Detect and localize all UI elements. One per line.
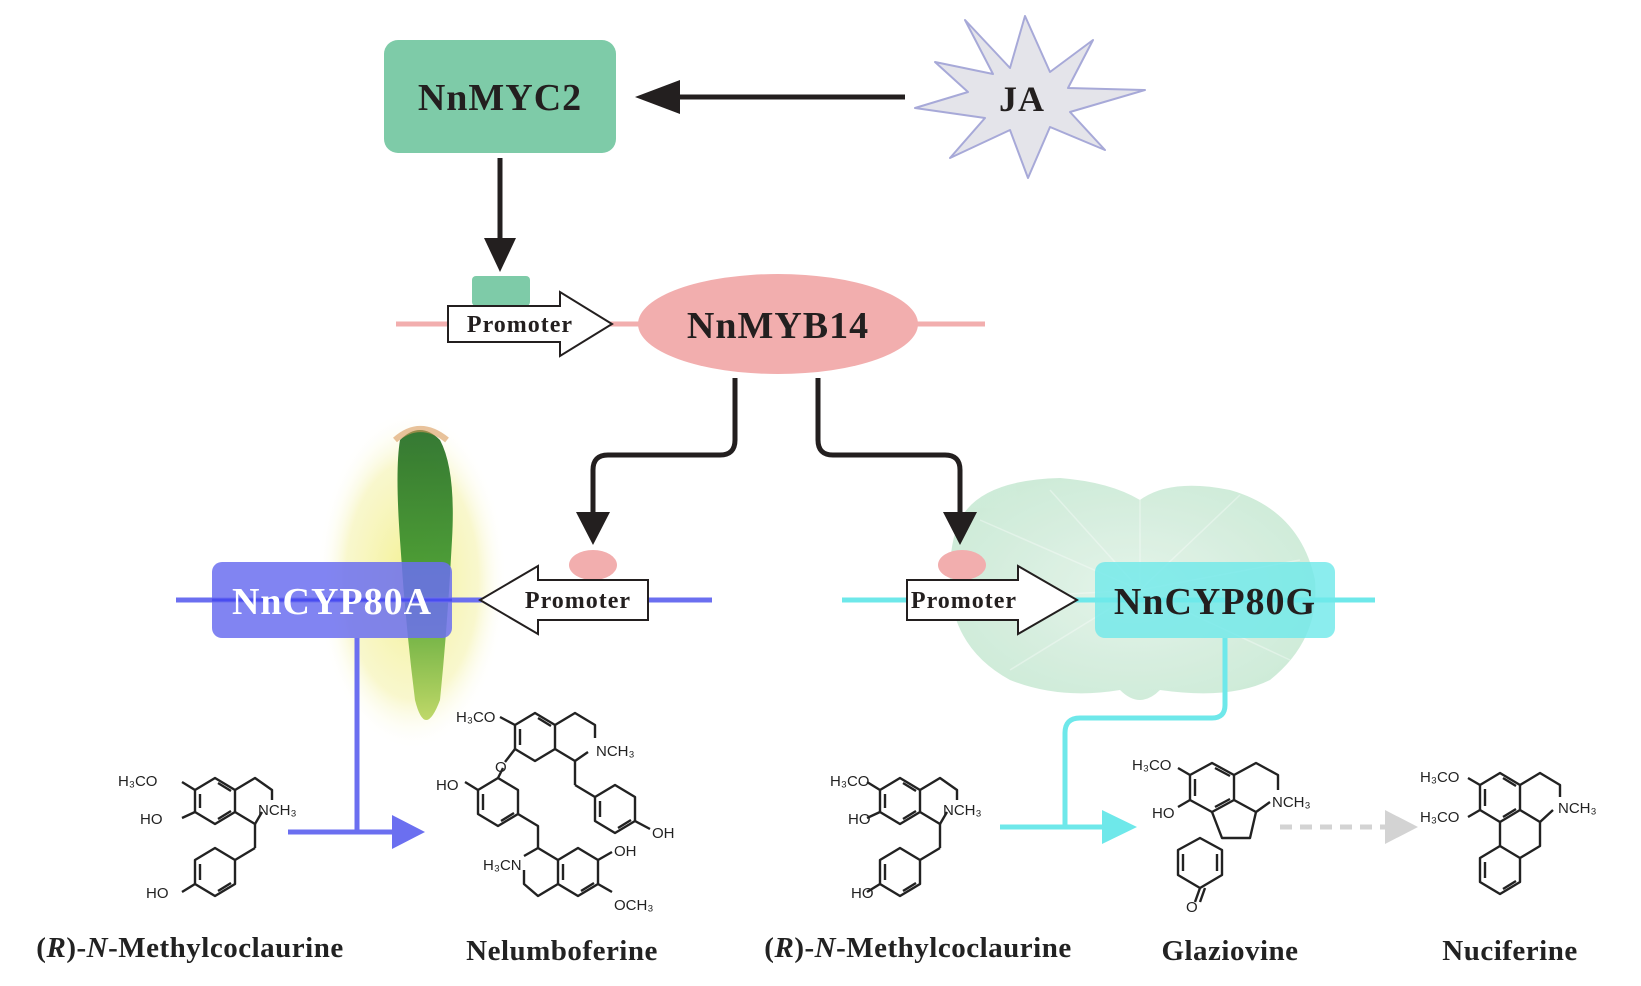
myc2-binding-site: [472, 276, 530, 306]
name-part: )-: [66, 932, 86, 964]
nch3-label: NCH₃: [258, 802, 297, 819]
nelumboferine-structure: H₃CO O NCH₃ HO OH OH H₃CN OCH₃: [436, 709, 675, 914]
nnmyb14-promoter: Promoter: [447, 290, 614, 358]
name-part: R: [45, 932, 66, 964]
nuciferine-structure: H₃CO H₃CO NCH₃: [1420, 769, 1597, 896]
name-part: R: [773, 932, 794, 964]
ja-to-myc2-arrow: [635, 80, 905, 114]
och3-label: OCH₃: [614, 897, 653, 914]
myb14-binding-site-g: [938, 550, 986, 580]
cyp80g-reaction-arrow: [1000, 638, 1228, 844]
oh-label: OH: [614, 843, 637, 860]
h3co-label: H₃CO: [118, 773, 157, 790]
promoter-label-a: Promoter: [525, 588, 631, 614]
nnmyc2-label: NnMYC2: [418, 77, 582, 119]
ho-label: HO: [851, 885, 874, 902]
nncyp80a-label: NnCYP80A: [232, 581, 432, 623]
nncyp80a-promoter: Promoter: [478, 564, 649, 636]
nch3-label: NCH₃: [596, 743, 635, 760]
nch3-label: NCH₃: [1558, 800, 1597, 817]
nncyp80g-box: NnCYP80G: [1095, 562, 1335, 638]
h3co-label: H₃CO: [456, 709, 495, 726]
compound-name-glaziovine: Glaziovine: [1161, 935, 1298, 967]
o-label: O: [495, 759, 507, 776]
myb14-to-cyp80a-arrow: [576, 378, 738, 545]
name-part: N: [86, 932, 109, 964]
compound-name-methylcoclaurine-right: (R)-N-Methylcoclaurine: [764, 932, 1071, 964]
name-part: (: [764, 932, 774, 964]
nnmyb14-gene: NnMYB14: [638, 274, 918, 374]
compound-name-methylcoclaurine-left: (R)-N-Methylcoclaurine: [36, 932, 343, 964]
ho-label: HO: [848, 811, 871, 828]
h3co-label: H₃CO: [1132, 757, 1171, 774]
name-part: -Methylcoclaurine: [108, 932, 344, 964]
ho-label: HO: [146, 885, 169, 902]
ho-label: HO: [1152, 805, 1175, 822]
myb14-binding-site-a: [569, 550, 617, 580]
myc2-to-promoter-arrow: [484, 158, 516, 272]
methylcoclaurine-structure-right: H₃CO HO NCH₃ HO: [830, 773, 982, 902]
name-part: (: [36, 932, 46, 964]
nnmyb14-label: NnMYB14: [687, 305, 869, 347]
cyp80a-reaction-arrow: [288, 638, 425, 849]
h3co-label: H₃CO: [1420, 769, 1459, 786]
compound-name-nelumboferine: Nelumboferine: [466, 935, 658, 967]
glaziovine-structure: H₃CO HO NCH₃ O: [1132, 757, 1311, 916]
nncyp80g-promoter: Promoter: [906, 564, 1080, 636]
methylcoclaurine-structure-left: H₃CO HO NCH₃ HO: [118, 773, 297, 902]
nnmyc2-box: NnMYC2: [384, 40, 616, 153]
h3co-label: H₃CO: [830, 773, 869, 790]
nch3-label: NCH₃: [1272, 794, 1311, 811]
nncyp80a-box: NnCYP80A: [212, 562, 452, 638]
promoter-label-g: Promoter: [911, 588, 1017, 614]
oh-label: OH: [652, 825, 675, 842]
h3co-label: H₃CO: [1420, 809, 1459, 826]
name-part: )-: [794, 932, 814, 964]
starburst-icon: [914, 15, 1146, 179]
name-part: -Methylcoclaurine: [836, 932, 1072, 964]
h3cn-label: H₃CN: [483, 857, 522, 874]
ho-label: HO: [140, 811, 163, 828]
ja-signal: JA: [914, 15, 1146, 179]
compound-name-nuciferine: Nuciferine: [1442, 935, 1577, 967]
o-label: O: [1186, 899, 1198, 916]
glaziovine-to-nuciferine-arrow: [1280, 810, 1418, 844]
ja-label: JA: [999, 79, 1045, 119]
nncyp80g-label: NnCYP80G: [1114, 581, 1316, 623]
ho-label: HO: [436, 777, 459, 794]
nch3-label: NCH₃: [943, 802, 982, 819]
name-part: N: [814, 932, 837, 964]
promoter-label: Promoter: [467, 312, 573, 338]
myb14-to-cyp80g-arrow: [815, 378, 977, 545]
